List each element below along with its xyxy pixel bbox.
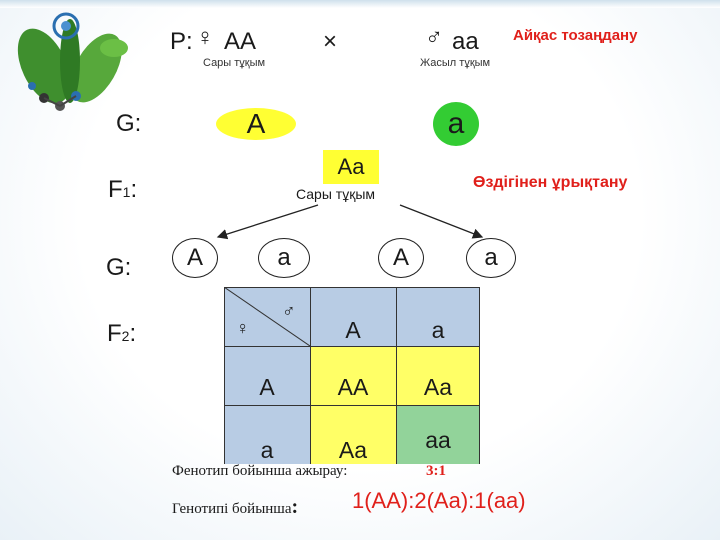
male-symbol: ♂ [425,24,443,51]
arrow-right [399,204,484,239]
female-gamete-oval: A [216,108,296,140]
gametes-label: G: [116,110,142,137]
cross-type-label: Айқас тозаңдану [513,27,638,44]
parents-label: P: [170,28,193,55]
f1-gametes-label: G: [106,254,132,281]
slide-top-border [0,0,720,8]
male-phenotype: Жасыл тұқым [420,57,491,69]
phenotype-ratio-label: Фенотип бойынша ажырау: [172,463,348,479]
male-genotype: aa [452,28,479,55]
self-fertilization-label: Өздігінен ұрықтану [473,174,628,191]
arrow-left [216,204,319,240]
genotype-ratio-label: Генотипі бойынша: [172,496,299,518]
male-gamete: a [447,107,465,140]
corner-male-symbol: ♂ [282,301,296,321]
f2-label: F2: [107,320,137,347]
f1-phenotype: Сары тұқым [296,186,376,202]
cross-symbol: × [323,28,338,55]
punnett-col-header-2: a [396,287,480,346]
punnett-row-header-1: A [224,346,310,405]
male-gamete-oval: a [433,102,479,146]
f1-gamete-3: A [378,238,424,278]
female-symbol: ♀ [196,24,214,51]
female-phenotype: Сары тұқым [203,57,266,69]
f1-label: F1: [108,176,138,203]
female-gamete: A [246,108,266,139]
punnett-cell-aa: aa [396,405,480,464]
punnett-corner-diagonal [224,287,310,346]
f1-gamete-1: A [172,238,218,278]
phenotype-ratio-value: 3:1 [426,463,446,479]
punnett-cell-AA: AA [310,346,396,405]
f1-genotype: Aa [337,154,365,179]
punnett-col-header-1: A [310,287,396,346]
punnett-square: A a A a AA Aa Aa aa ♀ ♂ [224,287,480,464]
f1-genotype-box: Aa [323,150,379,184]
punnett-row-header-2: a [224,405,310,464]
f1-gamete-4: a [466,238,516,278]
punnett-cell-Aa-1: Aa [396,346,480,405]
female-genotype: AA [224,28,257,55]
punnett-cell-Aa-2: Aa [310,405,396,464]
corner-female-symbol: ♀ [236,318,250,338]
f1-gamete-2: a [258,238,310,278]
plant-logo-icon [17,12,128,111]
genotype-ratio-value: 1(AA):2(Aa):1(aa) [352,488,526,513]
